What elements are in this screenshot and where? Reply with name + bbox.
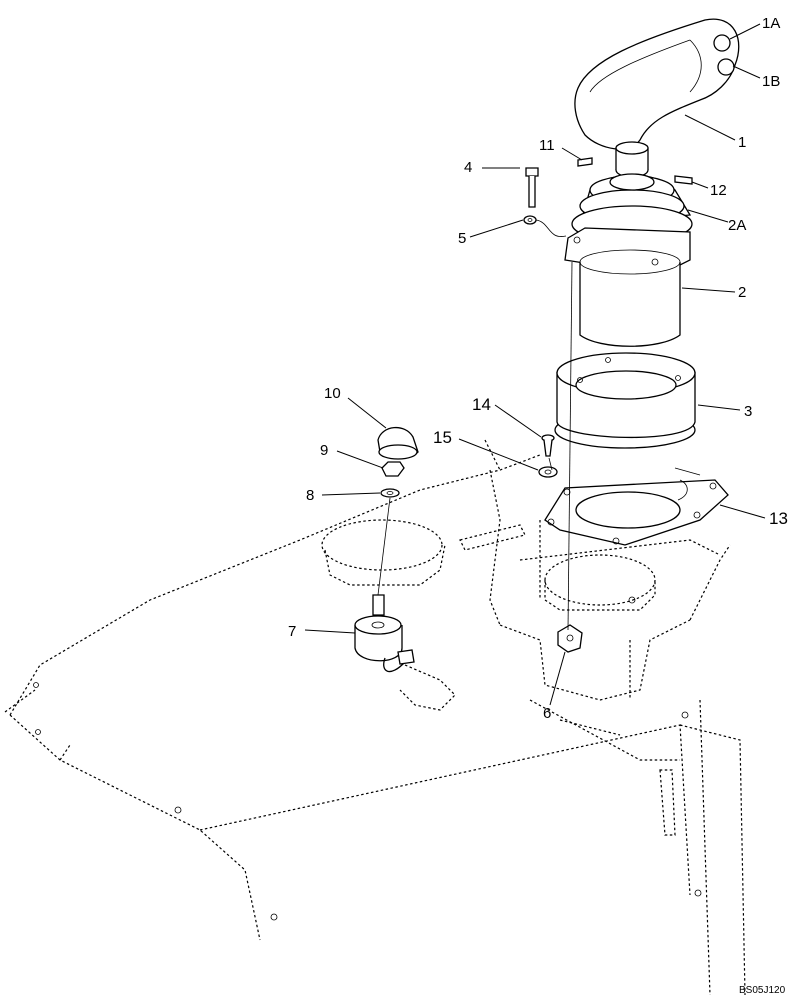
callout-15: 15 (433, 428, 452, 447)
callout-4: 4 (464, 159, 472, 176)
joystick-housing (564, 227, 691, 347)
callout-1B: 1B (762, 73, 780, 90)
callout-5: 5 (458, 230, 466, 247)
mounting-ring (554, 352, 696, 449)
drawing-code: BS05J120 (739, 985, 786, 996)
bolt-4 (525, 167, 539, 208)
screw-12 (674, 175, 693, 185)
callout-8: 8 (306, 487, 314, 504)
callout-13: 13 (769, 509, 788, 528)
switch-7 (354, 594, 415, 673)
knob-10 (377, 426, 419, 460)
callout-2A: 2A (728, 217, 746, 234)
callout-1: 1 (738, 134, 746, 151)
callout-7: 7 (288, 623, 296, 640)
callout-10: 10 (324, 385, 341, 402)
mounting-plate (544, 467, 729, 546)
callout-labels: 1A 1B 1 11 4 12 2A 5 2 10 14 3 15 9 8 13… (288, 15, 788, 722)
washer-15 (538, 466, 558, 478)
leader-lines (304, 23, 766, 706)
clip-nut-6 (557, 624, 583, 653)
alignment-lines (377, 219, 573, 631)
joystick-boot (571, 173, 693, 243)
washer-8 (380, 488, 400, 498)
callout-3: 3 (744, 403, 752, 420)
callout-14: 14 (472, 395, 491, 414)
console-outline (4, 439, 746, 996)
joystick-handle (574, 18, 740, 178)
callout-12: 12 (710, 182, 727, 199)
callout-1A: 1A (762, 15, 780, 32)
callout-2: 2 (738, 284, 746, 301)
nut-9 (381, 461, 405, 477)
callout-6: 6 (543, 705, 551, 722)
bolt-14 (541, 434, 555, 457)
callout-11: 11 (539, 137, 555, 154)
callout-9: 9 (320, 442, 328, 459)
washer-5 (523, 215, 537, 225)
